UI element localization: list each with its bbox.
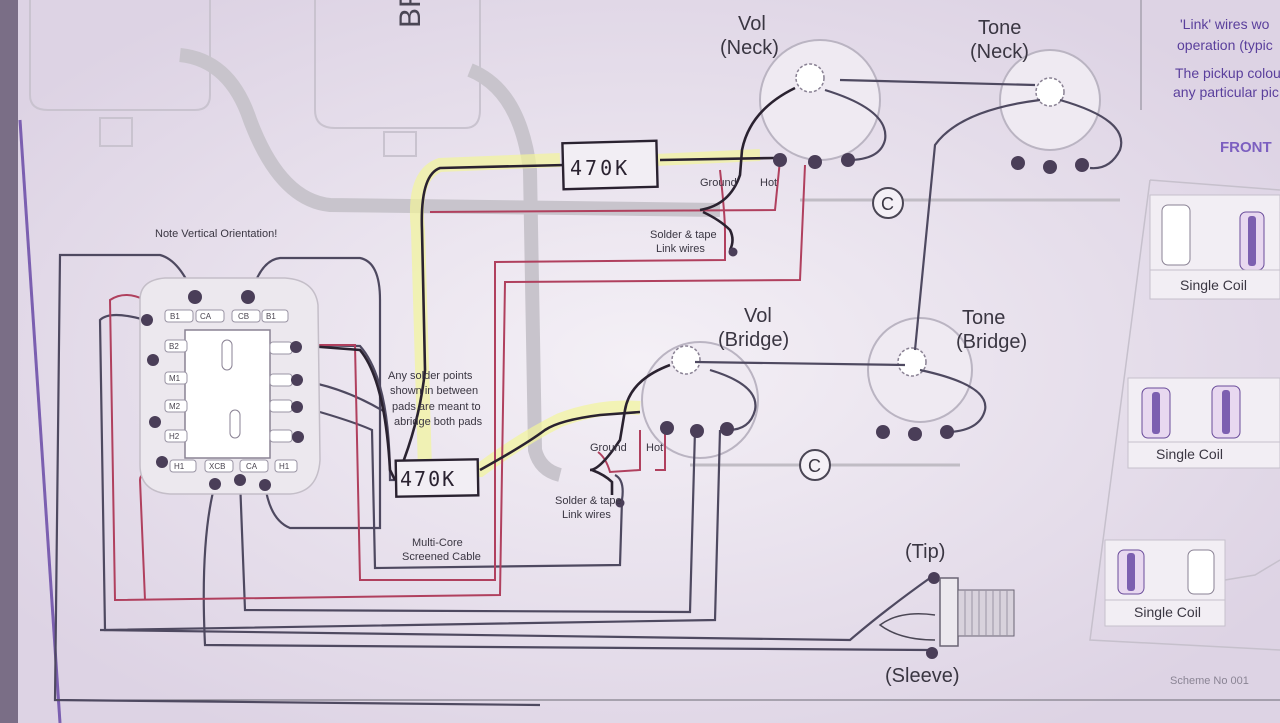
resistor-bottom-label: 470K xyxy=(400,467,456,491)
tone-neck-shaft xyxy=(1035,77,1065,107)
vol-bridge-label: Vol(Bridge) xyxy=(718,305,789,351)
ground-label-bottom: Ground xyxy=(590,442,627,454)
panel-connector xyxy=(1224,559,1280,581)
neck-pickup-outline xyxy=(29,0,211,111)
tone-bridge-shaft xyxy=(897,347,927,377)
switch-pad-label: B1 xyxy=(170,312,180,321)
left-dark-edge xyxy=(0,0,18,723)
pickup-switch: B1 CA CB B1 B2 M1 M2 H2 H1 XCB CA H1 xyxy=(139,277,321,495)
screened-cable-path xyxy=(179,48,721,217)
switch-pad-label: XCB xyxy=(209,462,225,471)
single-coil-box: Single Coil xyxy=(1127,377,1280,469)
wires-handwritten xyxy=(294,86,796,495)
panel-text-line: operation (typic xyxy=(1177,37,1273,53)
panel-text-line: 'Link' wires wo xyxy=(1180,16,1270,32)
vol-neck-shaft xyxy=(795,63,825,93)
resistor-top-label: 470K xyxy=(570,156,630,180)
hot-label-bottom: Hot xyxy=(646,442,663,454)
ground-label-top: Ground xyxy=(700,177,737,189)
vol-neck-label: Vol(Neck) xyxy=(720,13,779,59)
single-coil-label: Single Coil xyxy=(1156,446,1223,462)
single-coil-box: Single Coil xyxy=(1149,194,1280,300)
tone-bridge-label: Tone(Bridge) xyxy=(956,307,1027,353)
capacitor-neck-label: C xyxy=(881,194,894,214)
single-coil-label: Single Coil xyxy=(1180,277,1247,293)
jack-sleeve-label: (Sleeve) xyxy=(885,665,959,687)
right-divider xyxy=(1140,0,1142,110)
left-border-line xyxy=(18,119,62,723)
capacitor-neck: C xyxy=(872,187,904,219)
switch-pad-label: CB xyxy=(238,312,249,321)
scheme-label: Scheme No 001 xyxy=(1170,675,1249,687)
resistor-top: 470K xyxy=(561,139,659,191)
capacitor-bridge-label: C xyxy=(808,456,821,476)
jack-tip-label: (Tip) xyxy=(905,541,945,563)
resistor-bottom: 470K xyxy=(394,458,480,498)
switch-pad-label: B1 xyxy=(266,312,276,321)
single-coil-label: Single Coil xyxy=(1134,604,1201,620)
panel-text-line: any particular pic xyxy=(1173,84,1279,100)
hot-label-top: Hot xyxy=(760,177,777,189)
wires-red xyxy=(108,159,806,602)
output-jack xyxy=(878,577,1015,647)
switch-pad-label: H1 xyxy=(279,462,290,471)
switch-pad-label: M2 xyxy=(169,402,181,411)
switch-lugs xyxy=(141,290,304,491)
capacitor-bridge: C xyxy=(799,449,831,481)
switch-pad-label: B2 xyxy=(169,342,179,351)
pot-lugs xyxy=(615,153,1089,659)
tone-neck-label: Tone(Neck) xyxy=(970,17,1029,63)
switch-pad-label: H1 xyxy=(174,462,185,471)
neck-pickup-tab xyxy=(99,117,133,147)
highlighter-mark xyxy=(410,153,641,477)
switch-pad-label: H2 xyxy=(169,432,180,441)
bridge-pickup-tab xyxy=(383,131,417,157)
front-label: FRONT xyxy=(1220,139,1272,156)
partial-pickup-label: BR xyxy=(394,0,427,28)
switch-pad-label: CA xyxy=(246,462,258,471)
vertical-orientation-note: Note Vertical Orientation! xyxy=(155,228,277,240)
vol-bridge-shaft xyxy=(671,345,701,375)
single-coil-box: Single Coil xyxy=(1104,539,1226,627)
switch-pad-label: CA xyxy=(200,312,212,321)
panel-text-line: The pickup colou xyxy=(1175,65,1280,81)
bridge-pickup-outline xyxy=(314,0,481,129)
right-panel-frame xyxy=(1089,179,1280,651)
switch-pad-label: M1 xyxy=(169,374,181,383)
